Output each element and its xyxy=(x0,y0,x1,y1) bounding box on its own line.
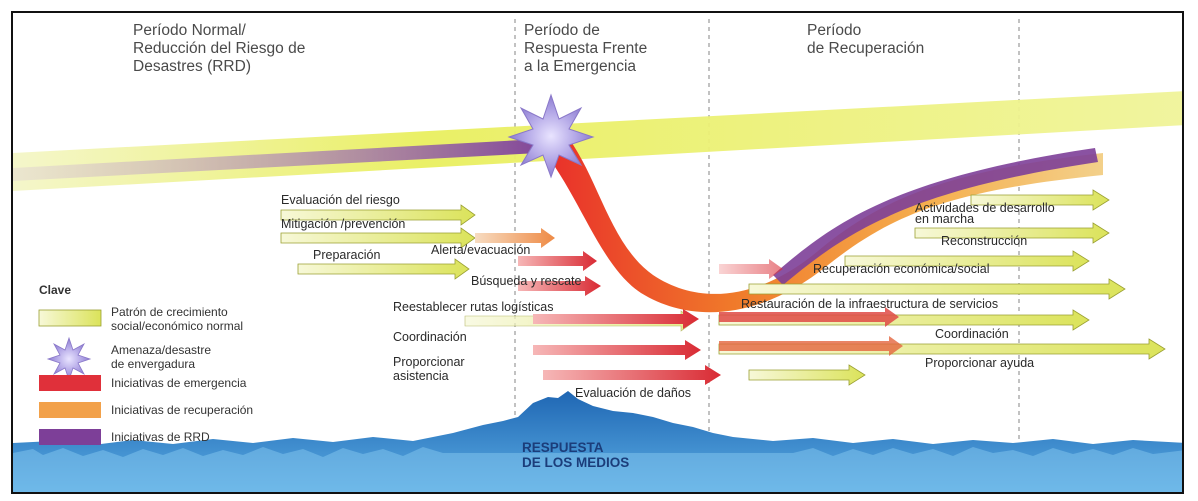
label-alerta: Alerta/evacuación xyxy=(431,243,530,257)
label-recuperacion-economica: Recuperación económica/social xyxy=(813,262,989,276)
arrow-actividades-desarrollo xyxy=(970,189,1110,211)
legend-item-hazard: Amenaza/desastre de envergadura xyxy=(111,343,214,371)
legend-orange-bar-icon xyxy=(39,402,101,418)
label-evaluacion-danos: Evaluación de daños xyxy=(575,386,691,400)
label-actividades-desarrollo: Actividades de desarrollo en marcha xyxy=(915,201,1058,226)
arrow-recuperacion-economica xyxy=(844,250,1090,272)
hazard-star-icon xyxy=(507,93,595,179)
arrow-busqueda xyxy=(518,276,601,296)
media-response-label: RESPUESTA DE LOS MEDIOS xyxy=(522,440,629,470)
arrow-alerta-orange xyxy=(475,228,555,248)
legend-item-normal: Patrón de crecimiento social/económico n… xyxy=(111,305,243,333)
label-coordinacion-1: Coordinación xyxy=(393,330,467,344)
arrow-restauracion xyxy=(748,278,1126,300)
label-evaluacion-riesgo: Evaluación del riesgo xyxy=(281,193,400,207)
period-normal-header: Período Normal/ Reducción del Riesgo de … xyxy=(133,22,310,75)
arrow-reconstruccion xyxy=(914,222,1110,244)
arrow-preparacion xyxy=(297,258,470,280)
legend-item-rrd: Iniciativas de RRD xyxy=(111,430,210,444)
label-asistencia: Proporcionar asistencia xyxy=(393,355,468,383)
rrd-band-left xyxy=(13,138,558,181)
label-restauracion: Restauración de la infraestructura de se… xyxy=(741,297,998,311)
arrow-coordinacion-red xyxy=(533,340,701,360)
arrow-rutas xyxy=(533,309,699,329)
arrow-asistencia xyxy=(543,365,721,385)
legend-star-icon xyxy=(46,336,92,382)
legend: Clave Patrón de crecimiento social/econó… xyxy=(38,283,253,445)
legend-item-emergency: Iniciativas de emergencia xyxy=(111,376,247,390)
legend-red-bar-icon xyxy=(39,375,101,391)
media-noise xyxy=(13,447,1182,492)
period-recovery-header: Período de Recuperación xyxy=(807,22,924,57)
arrow-mitigacion xyxy=(280,227,476,249)
label-reconstruccion: Reconstrucción xyxy=(941,234,1027,248)
label-mitigacion: Mitigación /prevención xyxy=(281,217,405,231)
period-emergency-header: Período de Respuesta Frente a la Emergen… xyxy=(524,22,652,75)
diagram-frame: Período Normal/ Reducción del Riesgo de … xyxy=(11,11,1184,494)
arrow-restauracion-red xyxy=(719,307,899,327)
red-arrows xyxy=(518,251,783,385)
label-rutas: Reestablecer rutas logísticas xyxy=(393,300,554,314)
rrd-band-right xyxy=(773,148,1098,285)
label-preparacion: Preparación xyxy=(313,248,380,262)
label-busqueda: Búsqueda y rescate xyxy=(471,274,582,288)
arrow-alerta-red xyxy=(518,251,597,271)
legend-yellow-bar-icon xyxy=(38,309,102,327)
legend-purple-bar-icon xyxy=(39,429,101,445)
label-proporcionar-ayuda: Proporcionar ayuda xyxy=(925,356,1034,370)
arrow-evaluacion-riesgo xyxy=(280,204,476,226)
arrow-post-emergencia xyxy=(719,259,783,279)
arrow-evaluacion-danos xyxy=(748,364,866,386)
arrow-ayuda-red xyxy=(719,336,903,356)
label-coordinacion-2: Coordinación xyxy=(935,327,1009,341)
legend-item-recovery: Iniciativas de recuperación xyxy=(111,403,253,417)
legend-title: Clave xyxy=(39,283,71,297)
normal-growth-band xyxy=(13,91,1182,191)
disaster-cycle-diagram: Período Normal/ Reducción del Riesgo de … xyxy=(13,19,1182,492)
